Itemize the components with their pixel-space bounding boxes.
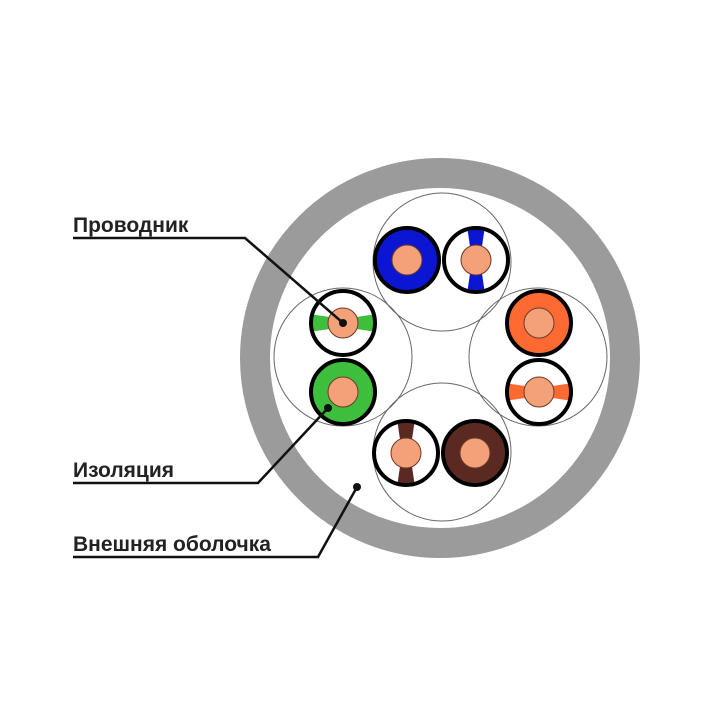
copper-conductor (459, 437, 491, 469)
label-conductor: Проводник (73, 214, 189, 237)
insulation-marker-dot (324, 404, 332, 412)
insulation-outline (372, 419, 440, 487)
wire-blue-solid (373, 226, 441, 294)
outer-jacket (240, 158, 640, 558)
insulation-outline (442, 226, 510, 294)
wire-orange-striped (505, 358, 573, 426)
wire-brown-solid (441, 419, 509, 487)
wire-brown-striped (372, 419, 440, 487)
conductor-marker-dot (339, 319, 347, 327)
copper-conductor (391, 244, 423, 276)
label-insulation: Изоляция (73, 459, 174, 482)
label-outer-jacket: Внешняя оболочка (73, 533, 271, 556)
pair-envelope-orange (468, 287, 608, 427)
leader-line-insulation (73, 407, 329, 485)
insulation-outline (309, 289, 377, 357)
wire-blue-striped (442, 226, 510, 294)
insulation-outline (505, 358, 573, 426)
wire-orange-solid (505, 289, 573, 357)
pair-envelope-blue (372, 192, 512, 332)
copper-conductor (327, 376, 359, 408)
copper-conductor (390, 437, 422, 469)
copper-conductor (523, 307, 555, 339)
copper-conductor (523, 376, 555, 408)
leader-line-conductor (73, 236, 344, 324)
leader-line-jacket (73, 486, 359, 559)
copper-conductor (460, 244, 492, 276)
jacket-marker-dot (353, 483, 361, 491)
